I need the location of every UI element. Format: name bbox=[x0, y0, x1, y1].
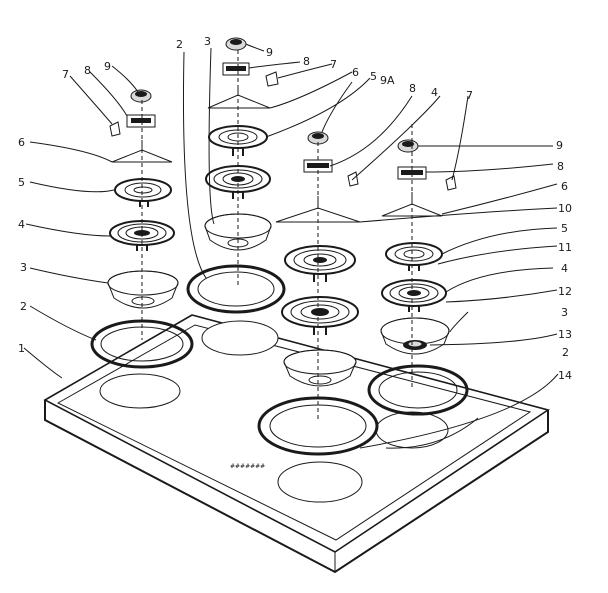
assembly-axes bbox=[141, 50, 413, 420]
callout-14: 14 bbox=[558, 369, 572, 382]
callout-9-right: 9 bbox=[556, 139, 563, 152]
callout-6-left: 6 bbox=[18, 136, 25, 149]
callout-2-right: 2 bbox=[562, 346, 569, 359]
callout-5-right: 5 bbox=[561, 222, 568, 235]
callout-9-top: 9 bbox=[266, 46, 273, 59]
callout-4-right: 4 bbox=[561, 262, 568, 275]
callout-8-left: 8 bbox=[84, 64, 91, 77]
callout-8-right: 8 bbox=[557, 160, 564, 173]
callout-11: 11 bbox=[558, 241, 572, 254]
svg-text:#######: ####### bbox=[230, 463, 265, 470]
callout-13: 13 bbox=[558, 328, 572, 341]
callout-1: 1 bbox=[18, 342, 25, 355]
callout-9A: 9A bbox=[380, 74, 395, 87]
drip-bowls bbox=[107, 213, 450, 387]
cooktop-panel: ####### bbox=[43, 314, 550, 574]
callout-3-top: 3 bbox=[204, 35, 211, 48]
callout-2-left: 2 bbox=[20, 300, 27, 313]
callout-5-top: 5 bbox=[370, 70, 377, 83]
callout-8-top: 8 bbox=[303, 55, 310, 68]
callout-8-mid: 8 bbox=[409, 82, 416, 95]
callout-3-left: 3 bbox=[20, 261, 27, 274]
callout-4-top: 4 bbox=[431, 86, 438, 99]
callout-7-right: 7 bbox=[466, 89, 473, 102]
callout-12: 12 bbox=[558, 285, 572, 298]
callout-10: 10 bbox=[558, 202, 572, 215]
callout-6-top: 6 bbox=[352, 66, 359, 79]
callout-4-left: 4 bbox=[18, 218, 25, 231]
callout-9-left: 9 bbox=[104, 60, 111, 73]
leader-lines bbox=[23, 43, 559, 449]
callout-5-left: 5 bbox=[18, 176, 25, 189]
callout-2-top: 2 bbox=[176, 38, 183, 51]
callout-7-left: 7 bbox=[62, 68, 69, 81]
callout-6-right: 6 bbox=[561, 180, 568, 193]
receptacles-knobs-clips bbox=[109, 37, 457, 191]
callout-labels: 1 2 2 2 3 3 3 4 4 4 5 5 5 6 6 6 7 7 7 8 … bbox=[18, 35, 572, 382]
callout-7-top: 7 bbox=[330, 58, 337, 71]
callout-3-right: 3 bbox=[561, 306, 568, 319]
